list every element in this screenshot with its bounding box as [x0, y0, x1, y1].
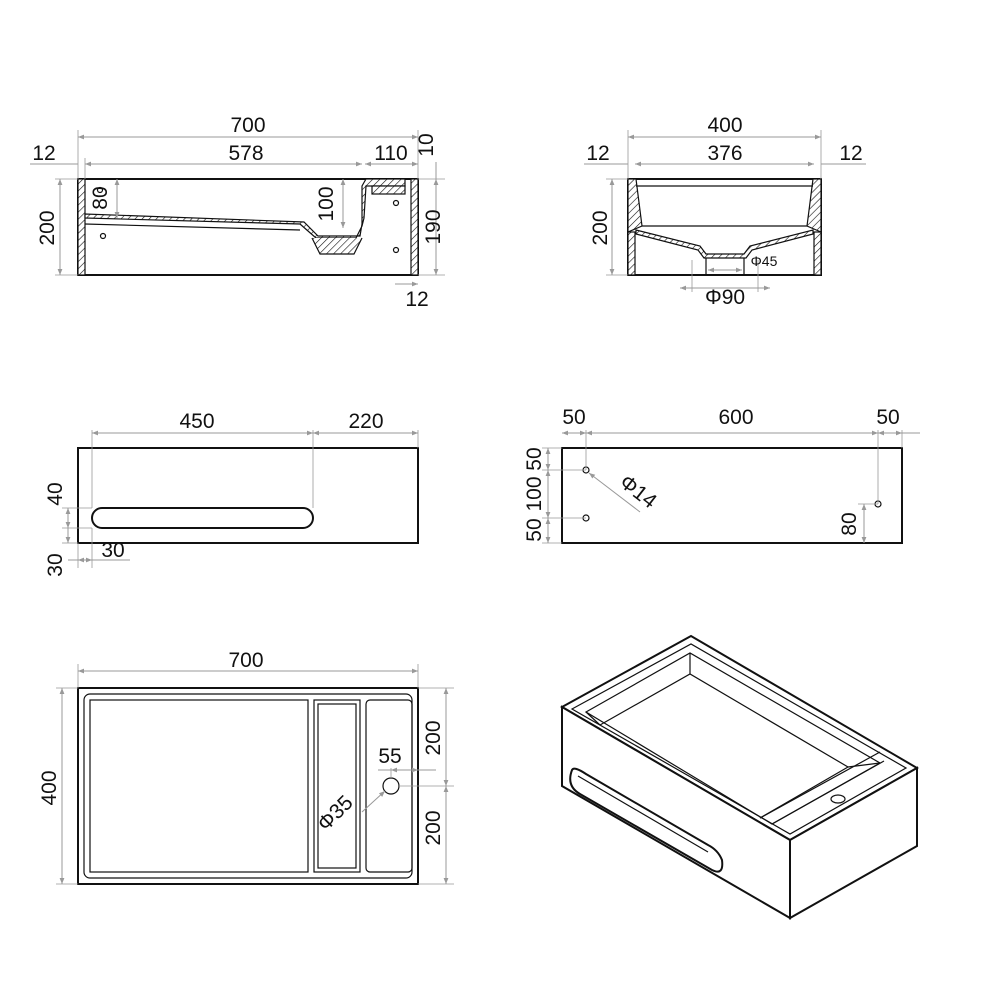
front-section-outline — [77, 178, 419, 276]
isometric-view — [559, 634, 920, 920]
underside-line — [84, 223, 301, 231]
dim-upper-depth: 200 — [422, 720, 445, 755]
dim-side-inner: 376 — [707, 142, 742, 165]
mount-hole — [392, 246, 400, 254]
dim-side-height: 200 — [589, 210, 612, 245]
mount-hole — [96, 186, 104, 194]
dim-overall-width: 700 — [230, 114, 265, 137]
towel-slot — [91, 507, 314, 529]
dim-hole-spacing: 600 — [718, 406, 753, 429]
dim-basin-depth: 80 — [89, 186, 112, 209]
drain-section — [311, 237, 363, 255]
mount-hole — [99, 232, 107, 240]
dim-box-depth: 100 — [315, 186, 338, 221]
dim-inner-width: 578 — [228, 142, 263, 165]
dim-side-right-wall: 12 — [839, 142, 862, 165]
dim-box-width: 110 — [374, 142, 407, 165]
iso-tap-hole — [830, 794, 846, 804]
plan-view: 700 400 200 200 55 Φ35 — [38, 649, 454, 885]
drain-channel — [313, 699, 361, 873]
iso-towel-slot — [569, 767, 724, 873]
right-wall-section — [410, 178, 419, 276]
dim-plan-width: 700 — [228, 649, 263, 672]
dim-tap-offset: 55 — [378, 745, 401, 768]
dim-slot-height: 40 — [44, 482, 67, 505]
mount-hole — [392, 199, 400, 207]
left-wall-section — [77, 178, 86, 276]
front-elevation-view: 450 220 40 30 30 — [44, 410, 419, 577]
dim-right-margin: 50 — [876, 406, 899, 429]
dim-height: 200 — [36, 210, 59, 245]
dim-right-wall: 12 — [405, 288, 428, 311]
side-section-view: 400 376 12 12 200 Φ45 Φ90 — [584, 114, 866, 309]
dim-side-left-wall: 12 — [586, 142, 609, 165]
front-section-view: 700 578 12 110 10 200 80 100 190 12 — [30, 114, 445, 311]
dim-drain-inner: Φ45 — [751, 253, 778, 269]
dim-plan-depth: 400 — [38, 770, 61, 805]
dim-side-width: 400 — [707, 114, 742, 137]
dim-right-offset: 220 — [348, 410, 383, 433]
iso-side-face — [789, 766, 918, 920]
dim-bottom-margin: 50 — [523, 518, 546, 541]
dim-drain-outer: Φ90 — [705, 286, 745, 309]
side-left-leg — [627, 231, 636, 276]
dim-left-margin: 50 — [562, 406, 585, 429]
dim-slot-length: 450 — [179, 410, 214, 433]
plan-outline — [77, 687, 419, 885]
dim-vertical-spacing: 100 — [523, 476, 546, 511]
dim-left-offset: 30 — [101, 539, 124, 562]
side-section-outline — [627, 178, 822, 276]
dim-left-wall: 12 — [32, 142, 55, 165]
dim-top-margin: 50 — [523, 447, 546, 470]
dim-lower-depth: 200 — [422, 810, 445, 845]
dim-right-hole-height: 80 — [838, 512, 861, 535]
dim-right-height: 190 — [422, 209, 445, 244]
side-basin-floor — [635, 229, 814, 259]
dim-top-lip: 10 — [415, 133, 438, 156]
basin-well — [89, 699, 309, 873]
box-top-section — [371, 185, 406, 195]
side-right-leg — [813, 231, 822, 276]
back-elevation-view: 50 600 50 50 100 50 Φ14 80 — [523, 406, 920, 544]
dim-bottom-offset: 30 — [44, 553, 67, 576]
